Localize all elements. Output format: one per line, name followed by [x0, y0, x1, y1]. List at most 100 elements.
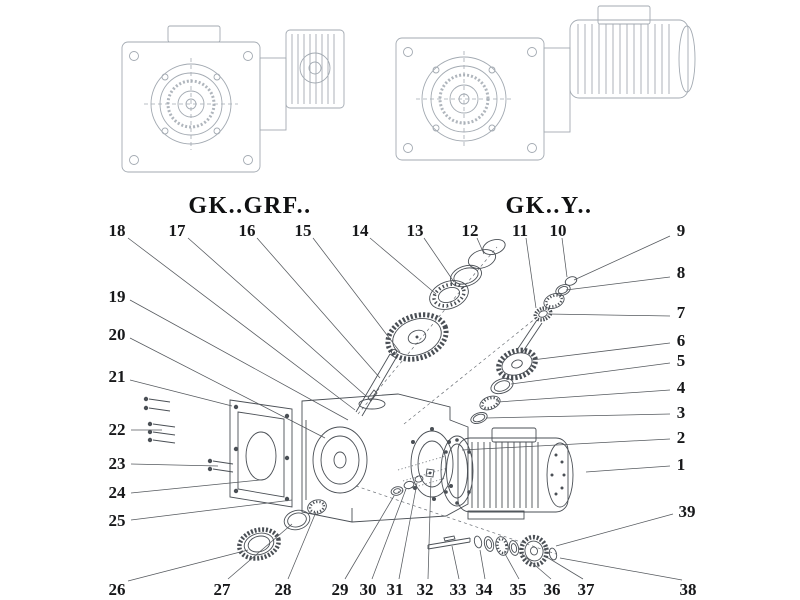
callout-line-7 — [547, 313, 671, 317]
callout-number-30: 30 — [360, 580, 377, 599]
figure-label-grf: GK..GRF.. — [188, 193, 311, 219]
callout-line-16 — [256, 237, 381, 379]
output-shaft-assembly — [427, 534, 558, 568]
callout-number-17: 17 — [169, 221, 187, 240]
callout-number-22: 22 — [109, 420, 126, 439]
callout-number-29: 29 — [332, 580, 349, 599]
callout-line-32 — [427, 477, 432, 580]
callout-line-5 — [510, 362, 671, 385]
callout-line-20 — [129, 337, 326, 439]
callout-number-4: 4 — [677, 378, 686, 397]
callout-line-19 — [129, 299, 349, 421]
output-bearing-group — [237, 499, 327, 561]
exploded-view — [143, 239, 578, 568]
callout-number-12: 12 — [462, 221, 479, 240]
gearbox-grf-drawing — [121, 25, 345, 173]
thrust-washer — [490, 377, 514, 395]
snap-ring — [467, 249, 497, 269]
callout-number-37: 37 — [578, 580, 596, 599]
callout-line-8 — [565, 276, 671, 291]
callout-number-39: 39 — [679, 502, 696, 521]
callout-number-34: 34 — [476, 580, 494, 599]
callout-number-38: 38 — [680, 580, 697, 599]
callout-number-11: 11 — [512, 221, 528, 240]
callout-number-32: 32 — [417, 580, 434, 599]
input-bearing — [429, 280, 469, 310]
callout-line-9 — [573, 235, 671, 281]
callout-line-37 — [544, 555, 584, 580]
callout-line-23 — [130, 463, 219, 467]
figure-label-y: GK..Y.. — [506, 193, 593, 219]
seal-ring — [482, 239, 506, 255]
callout-number-35: 35 — [510, 580, 527, 599]
small-bearing — [479, 395, 501, 411]
callout-line-11 — [525, 237, 537, 309]
callout-number-19: 19 — [109, 287, 126, 306]
callout-number-26: 26 — [109, 580, 126, 599]
intermediate-gear — [496, 347, 538, 381]
callout-line-27 — [227, 523, 293, 580]
gear-housing — [301, 393, 469, 523]
shim-ring — [450, 264, 482, 288]
callout-number-7: 7 — [677, 303, 686, 322]
callout-number-31: 31 — [387, 580, 404, 599]
callout-number-20: 20 — [109, 325, 126, 344]
callout-number-5: 5 — [677, 351, 686, 370]
callout-line-13 — [423, 237, 455, 283]
callout-number-10: 10 — [550, 221, 567, 240]
input-shaft — [355, 349, 397, 417]
callout-number-13: 13 — [407, 221, 424, 240]
callout-line-35 — [503, 551, 520, 580]
input-gear — [385, 312, 449, 362]
callout-number-6: 6 — [677, 331, 686, 350]
callout-line-39 — [555, 513, 674, 547]
callout-line-36 — [521, 553, 552, 580]
callout-line-24 — [130, 479, 261, 494]
callout-line-31 — [398, 482, 418, 580]
callout-line-2 — [461, 438, 671, 451]
callout-line-30 — [371, 488, 407, 580]
axis-line-output — [355, 485, 557, 555]
axis-line-pinion — [403, 317, 537, 425]
callout-line-38 — [559, 557, 683, 581]
callout-line-10 — [561, 237, 568, 278]
callout-line-12 — [476, 237, 485, 255]
bolt-axis-line — [397, 455, 447, 471]
callout-line-21 — [129, 379, 233, 407]
callout-line-25 — [130, 499, 293, 521]
callout-line-6 — [531, 342, 671, 361]
callout-number-23: 23 — [109, 454, 126, 473]
flange-bolts — [143, 396, 234, 473]
seal-kit — [390, 468, 435, 496]
retaining-ring — [470, 412, 488, 424]
callout-number-28: 28 — [275, 580, 292, 599]
callout-line-15 — [312, 237, 401, 353]
callout-line-4 — [497, 389, 671, 403]
callout-number-16: 16 — [239, 221, 256, 240]
gearbox-y-drawing — [395, 5, 696, 161]
callout-line-3 — [485, 413, 671, 419]
callout-line-14 — [369, 237, 437, 295]
callout-number-2: 2 — [677, 428, 686, 447]
callout-number-25: 25 — [109, 511, 126, 530]
pinion-shaft — [516, 276, 578, 354]
callout-number-33: 33 — [450, 580, 467, 599]
callout-number-3: 3 — [677, 403, 686, 422]
callout-line-18 — [127, 237, 356, 411]
flange-plate — [229, 399, 293, 508]
callout-number-21: 21 — [109, 367, 126, 386]
leader-lines-layer — [127, 235, 683, 582]
electric-motor — [440, 427, 574, 520]
callout-number-18: 18 — [109, 221, 126, 240]
callout-line-29 — [344, 495, 395, 580]
callout-line-28 — [287, 511, 317, 580]
callout-number-15: 15 — [295, 221, 312, 240]
callout-number-24: 24 — [109, 483, 127, 502]
callout-line-26 — [127, 549, 249, 582]
bolt-axis-line — [402, 467, 449, 482]
callout-number-14: 14 — [352, 221, 370, 240]
callout-number-1: 1 — [677, 455, 686, 474]
